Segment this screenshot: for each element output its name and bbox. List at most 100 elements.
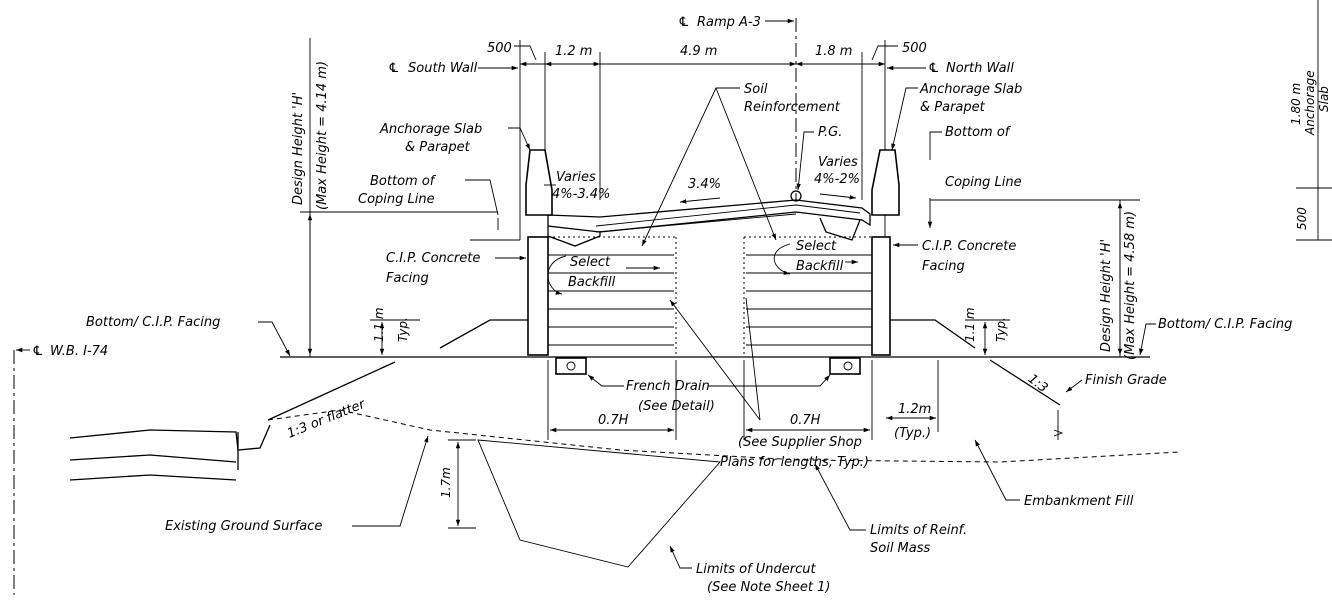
existing-roadway-1	[69, 424, 271, 451]
cl-wb-label: W.B. I-74	[50, 344, 108, 359]
bottom-cip-left: Bottom/ C.I.P. Facing	[86, 315, 220, 330]
center-callouts: Soil Reinforcement P.G. Varies 4%-3.4% 3…	[544, 82, 967, 595]
french-drain-2: (See Detail)	[638, 399, 715, 414]
cl-wb-symbol: ℄	[32, 344, 44, 359]
dim-1-8m: 1.8 m	[815, 44, 852, 59]
slope-3-4: 3.4%	[688, 177, 721, 192]
north-side-slope	[890, 319, 976, 349]
soil-reinf-2: Reinforcement	[744, 100, 841, 115]
select-left-2: Backfill	[568, 275, 616, 290]
soil-reinf-1: Soil	[744, 82, 768, 97]
dim-1-1m-right: 1.1 m	[963, 307, 977, 342]
anchorage-right-2: & Parapet	[920, 100, 986, 115]
pg-label: P.G.	[818, 125, 842, 140]
design-height-right-1: Design Height 'H'	[1099, 239, 1114, 352]
north-french-drain	[829, 357, 861, 375]
side-detail: 1.80 m Anchorage Slab 500	[1289, 0, 1332, 241]
design-height-left-1: Design Height 'H'	[291, 92, 306, 205]
limits-reinf-2: Soil Mass	[870, 541, 931, 556]
select-right-1: Select	[796, 239, 837, 254]
south-cip-facing	[527, 236, 549, 356]
select-right-2: Backfill	[796, 259, 844, 274]
bottom-dimensions: 0.7H 0.7H 1.2m (Typ.) 1.1 m Typ. 1.1 m T…	[370, 307, 1010, 441]
typ-right: Typ.	[994, 317, 1008, 342]
existing-ground-label: Existing Ground Surface	[165, 519, 322, 534]
cl-north-wall-label: North Wall	[946, 61, 1014, 76]
profile-grade-point	[790, 190, 802, 202]
north-reinforced-zone	[743, 236, 872, 358]
limits-undercut-1: Limits of Undercut	[696, 562, 817, 577]
dim-4-9m: 4.9 m	[680, 44, 717, 59]
side-slab: Slab	[1317, 86, 1331, 112]
south-parapet	[525, 149, 553, 216]
existing-roadway-2	[69, 454, 237, 463]
design-height-right: Design Height 'H' (Max Height = 4.58 m)	[930, 199, 1140, 360]
limits-undercut-2: (See Note Sheet 1)	[707, 580, 830, 595]
varies-left-1: Varies	[556, 170, 596, 185]
south-embankment-slope	[267, 361, 396, 421]
dim-1-1m-left: 1.1 m	[372, 307, 386, 342]
cl-south-wall-symbol: ℄	[388, 61, 400, 76]
top-dimensions: 500 1.2 m 4.9 m 1.8 m 500	[487, 41, 927, 200]
cip-right-1: C.I.P. Concrete	[922, 239, 1016, 254]
coping-right-1: Bottom of	[945, 125, 1012, 140]
varies-right-1: Varies	[818, 155, 858, 170]
coping-right-2: Coping Line	[945, 175, 1022, 190]
select-left-1: Select	[570, 255, 611, 270]
design-height-right-2: (Max Height = 4.58 m)	[1123, 211, 1138, 360]
slope-1-3: 1:3	[1025, 371, 1051, 396]
dim-0-7h-left: 0.7H	[598, 413, 629, 428]
cl-south-wall-label: South Wall	[408, 61, 478, 76]
south-french-drain	[555, 357, 587, 375]
typ-left: Typ.	[396, 317, 410, 342]
north-cip-facing	[871, 236, 891, 356]
dim-500-right: 500	[902, 41, 927, 56]
dim-1-2m-typ-note: (Typ.)	[894, 426, 931, 441]
side-anchorage: Anchorage	[1303, 70, 1317, 136]
design-height-left-2: (Max Height = 4.14 m)	[315, 61, 330, 210]
existing-ground-dashed	[267, 409, 1181, 463]
centerline-labels: ℄ Ramp A-3 ℄ South Wall ℄ North Wall ℄ W…	[16, 15, 1014, 359]
cl-ramp-label: Ramp A-3	[697, 15, 761, 30]
dim-1-2m: 1.2 m	[555, 44, 592, 59]
anchorage-right-1: Anchorage Slab	[919, 82, 1022, 97]
undercut-area: 1.7m	[439, 439, 721, 568]
dim-1-2m-typ: 1.2m	[898, 402, 931, 417]
ground-lines	[69, 319, 1181, 481]
south-reinforced-zone	[548, 236, 677, 358]
undercut-hatch	[477, 439, 721, 568]
cip-left-1: C.I.P. Concrete	[386, 251, 480, 266]
supplier-2: Plans for lengths, Typ.)	[720, 455, 869, 470]
design-height-left: Design Height 'H' (Max Height = 4.14 m)	[291, 38, 498, 357]
varies-left-2: 4%-3.4%	[552, 187, 610, 202]
north-wall	[829, 149, 900, 375]
dim-500-left: 500	[487, 41, 512, 56]
cip-right-2: Facing	[922, 259, 965, 274]
slope-1-3-or-flatter: 1:3 or flatter	[285, 396, 369, 441]
french-drain-1: French Drain	[626, 379, 710, 394]
south-side-slope	[439, 319, 528, 349]
right-callouts: Anchorage Slab & Parapet Bottom of Copin…	[891, 82, 1292, 509]
north-parapet	[871, 149, 900, 216]
supplier-1: (See Supplier Shop	[738, 435, 862, 450]
dim-1-7m: 1.7m	[439, 467, 453, 498]
north-finish-slope	[989, 359, 1061, 406]
anchorage-left-1: Anchorage Slab	[379, 122, 482, 137]
bottom-cip-right: Bottom/ C.I.P. Facing	[1158, 317, 1292, 332]
cl-ramp-symbol: ℄	[678, 15, 690, 30]
side-1-80m: 1.80 m	[1289, 83, 1303, 125]
existing-roadway-3	[69, 474, 237, 481]
coping-left-2: Coping Line	[358, 192, 435, 207]
cip-left-2: Facing	[386, 271, 429, 286]
side-500: 500	[1295, 207, 1309, 230]
dim-0-7h-right: 0.7H	[790, 413, 821, 428]
limits-reinf-1: Limits of Reinf.	[870, 523, 967, 538]
embankment-fill: Embankment Fill	[1024, 494, 1134, 509]
left-callouts: Anchorage Slab & Parapet Bottom of Copin…	[86, 122, 531, 534]
cl-north-wall-symbol: ℄	[928, 61, 940, 76]
anchorage-left-2: & Parapet	[405, 140, 471, 155]
varies-right-2: 4%-2%	[814, 172, 860, 187]
south-wall	[525, 149, 587, 375]
coping-left-1: Bottom of	[370, 174, 437, 189]
